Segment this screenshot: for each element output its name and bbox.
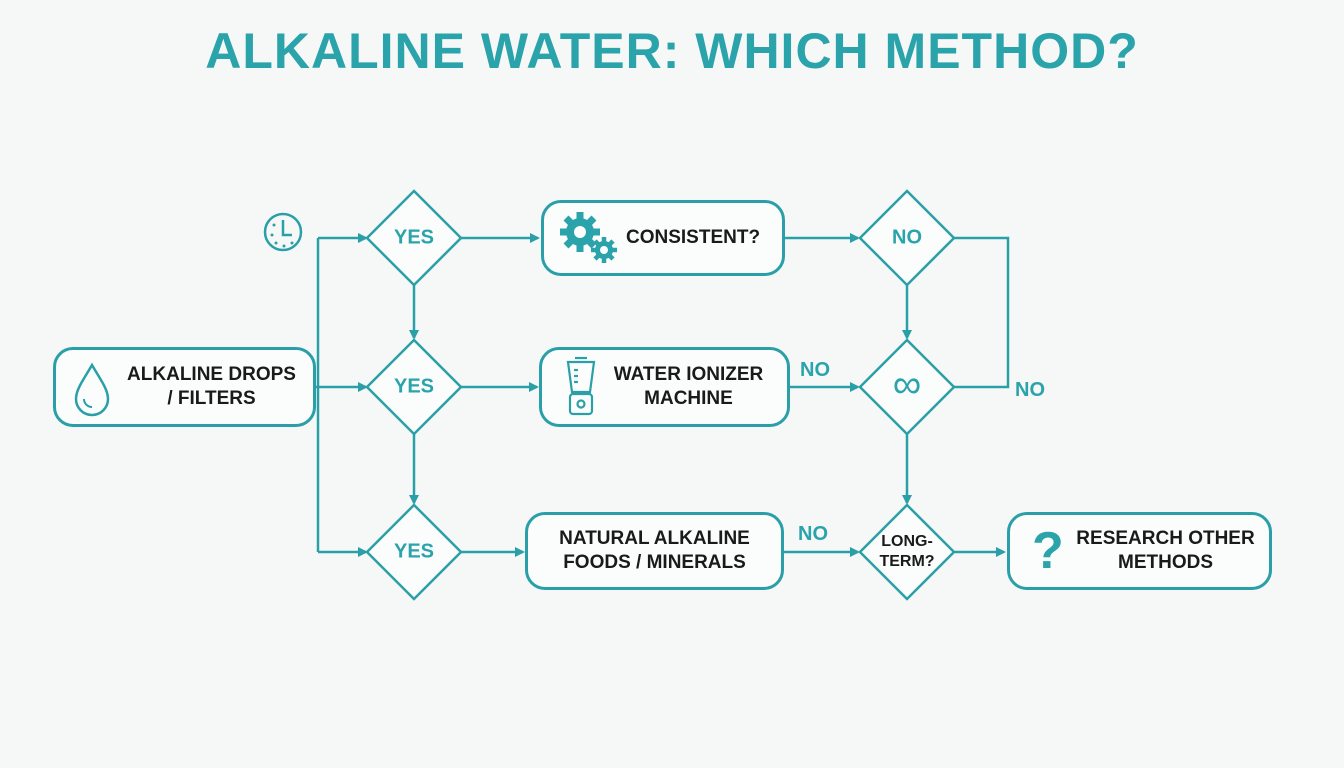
decision-yes-3-label: YES bbox=[393, 540, 435, 563]
node-water-ionizer[interactable]: WATER IONIZER MACHINE bbox=[539, 347, 790, 427]
node-research-line1: RESEARCH OTHER bbox=[1076, 528, 1255, 549]
edge-label-natural-no: NO bbox=[798, 523, 828, 545]
decision-yes-2 bbox=[365, 338, 463, 436]
decision-yes-1-label: YES bbox=[393, 226, 435, 249]
node-research-line2: METHODS bbox=[1118, 552, 1213, 573]
decision-long-term bbox=[858, 503, 956, 601]
node-natural-line2: FOODS / MINERALS bbox=[563, 552, 746, 573]
question-mark-icon: ? bbox=[1032, 522, 1064, 580]
decision-no-label: NO bbox=[892, 226, 922, 249]
blender-icon bbox=[566, 356, 596, 416]
start-node-line2: / FILTERS bbox=[167, 388, 256, 409]
page-title: ALKALINE WATER: WHICH METHOD? bbox=[205, 23, 1139, 79]
node-ionizer-line2: MACHINE bbox=[644, 388, 733, 409]
node-consistent[interactable]: CONSISTENT? bbox=[541, 200, 785, 276]
edge-label-loop-no: NO bbox=[1015, 379, 1045, 401]
decision-yes-3 bbox=[365, 503, 463, 601]
node-ionizer-line1: WATER IONIZER bbox=[613, 364, 764, 385]
clock-icon bbox=[263, 212, 303, 252]
start-node-line1: ALKALINE DROPS bbox=[127, 364, 296, 385]
node-natural-line1: NATURAL ALKALINE bbox=[559, 528, 750, 549]
long-term-line2: TERM? bbox=[879, 553, 935, 570]
edge-label-ionizer-no: NO bbox=[800, 359, 830, 381]
node-natural-foods[interactable]: NATURAL ALKALINE FOODS / MINERALS bbox=[525, 512, 784, 590]
gears-icon bbox=[560, 212, 617, 263]
long-term-line1: LONG- bbox=[881, 533, 933, 550]
node-research-other[interactable]: ? RESEARCH OTHER METHODS bbox=[1007, 512, 1272, 590]
decision-long-term-label: LONG- TERM? bbox=[879, 532, 934, 572]
start-node-alkaline-drops[interactable]: ALKALINE DROPS / FILTERS bbox=[53, 347, 316, 427]
decision-yes-2-label: YES bbox=[393, 375, 435, 398]
decision-yes-1 bbox=[365, 189, 463, 287]
decision-infinity bbox=[858, 338, 956, 436]
infinity-icon: ∞ bbox=[892, 362, 922, 407]
node-consistent-label: CONSISTENT? bbox=[626, 227, 761, 248]
water-drop-icon bbox=[74, 362, 110, 417]
decision-no bbox=[858, 189, 956, 287]
